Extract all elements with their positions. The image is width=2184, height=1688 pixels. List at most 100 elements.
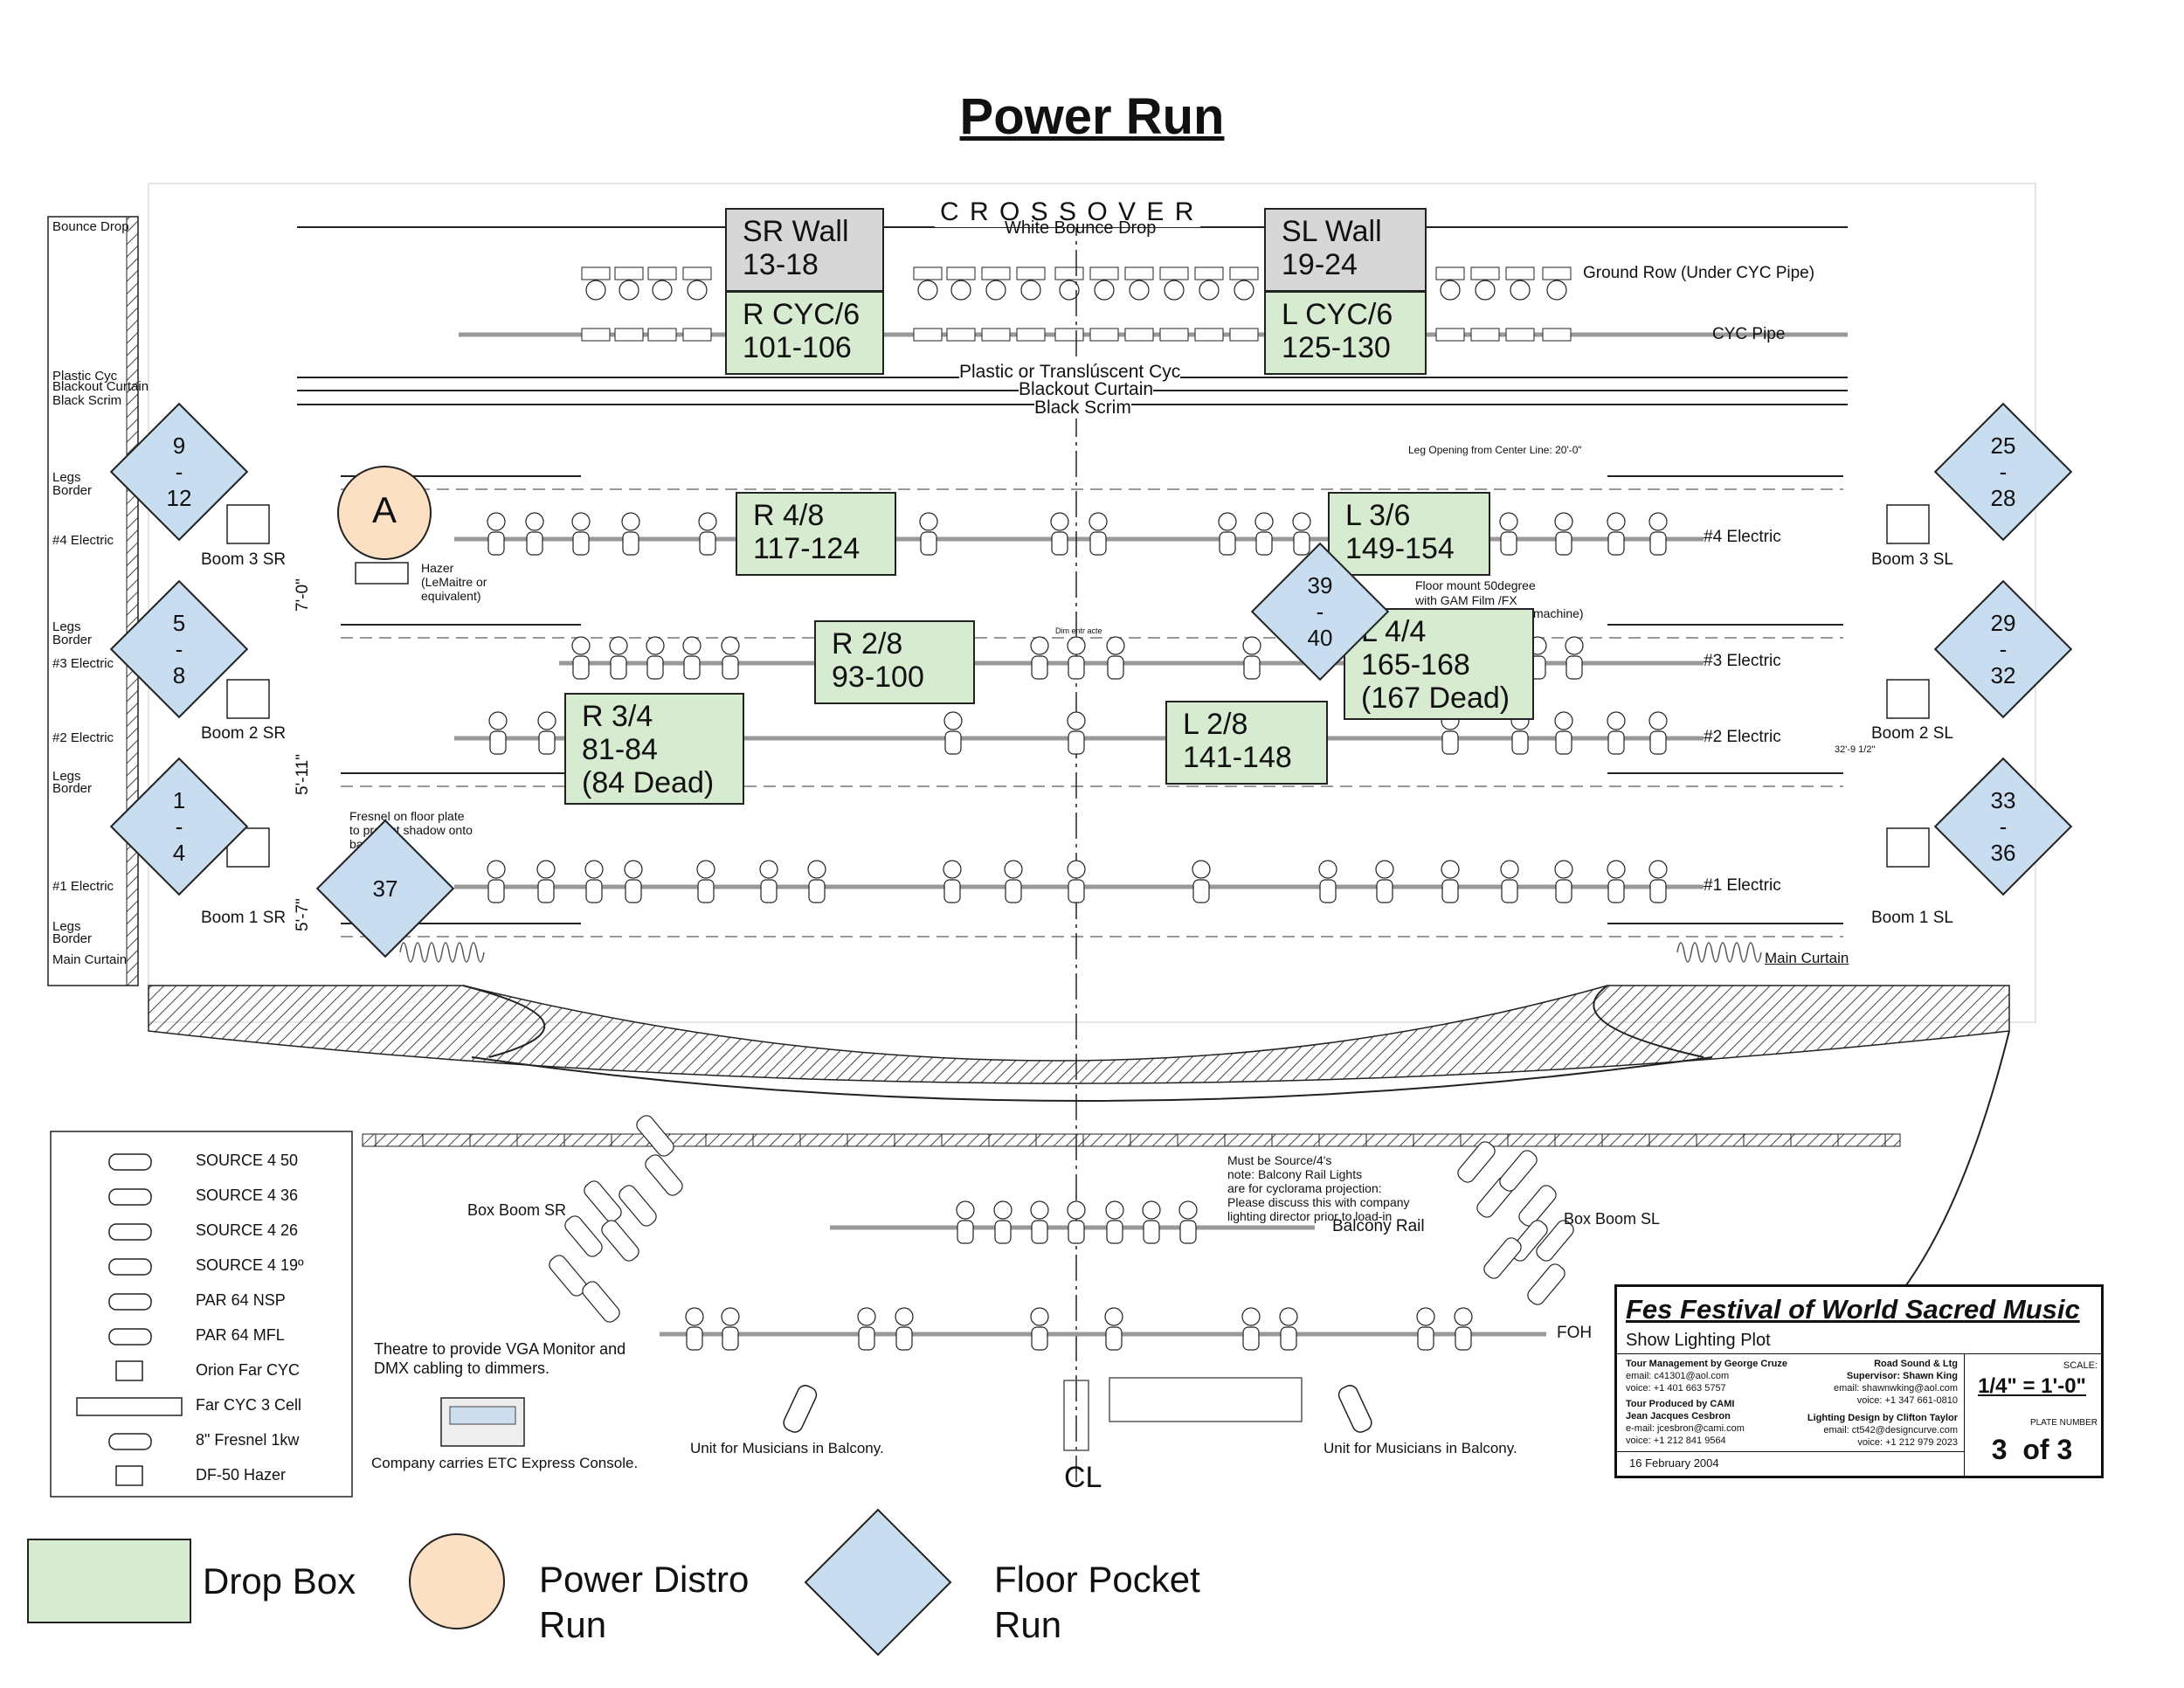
instrument-unit	[487, 879, 505, 903]
crossover-label: C R O S S O V E R	[935, 197, 1201, 227]
producer: Jean Jacques Cesbron	[1626, 1411, 1731, 1422]
main-curtain-left	[399, 942, 485, 963]
drop-box-l-cyc-line1: L CYC/6	[1282, 298, 1393, 331]
instrument-channel-circle	[1554, 860, 1573, 879]
left-rail-label: #3 Electric	[52, 656, 114, 671]
ground-row-circle	[1440, 280, 1461, 301]
instrument-channel-circle	[609, 636, 628, 655]
theatre-note: Theatre to provide VGA Monitor and DMX c…	[374, 1340, 626, 1377]
cyc-unit	[1016, 328, 1046, 342]
instrument-unit	[572, 531, 590, 556]
floor-pocket-line: 32	[1990, 662, 2016, 688]
instrument-channel-circle	[696, 860, 715, 879]
floor-pocket-line: -	[1999, 813, 2008, 840]
instrument-channel-circle	[537, 711, 556, 730]
instrument-channel-circle	[1554, 512, 1573, 531]
left-rail-label: Plastic Cyc	[52, 369, 118, 384]
instrument-unit	[683, 655, 701, 680]
legend-item: PAR 64 MFL	[196, 1326, 285, 1344]
floor-pocket-line: -	[175, 459, 183, 485]
instrument-unit	[489, 730, 507, 755]
instrument-channel-circle	[1416, 1307, 1435, 1326]
box-boom-sr-instruments	[549, 1115, 683, 1323]
left-rail-label: Legs	[52, 619, 81, 634]
instrument-channel-circle	[1089, 512, 1108, 531]
balcony-note: Must be Source/4's note: Balcony Rail Li…	[1227, 1153, 1410, 1223]
instrument-channel-circle	[1067, 711, 1086, 730]
left-rail-label: #4 Electric	[52, 533, 114, 548]
boom-3-sl-label: Boom 3 SL	[1871, 550, 1953, 569]
instrument-channel-circle	[1142, 1200, 1161, 1220]
floor-pocket-label-fp-29-32: 29-32	[1951, 610, 2056, 688]
fx-machine-note: machine)	[1533, 606, 1584, 620]
hazer-note: Hazer (LeMaitre or equivalent)	[421, 561, 487, 603]
boom-base	[1886, 827, 1930, 868]
drop-box-l28-line2: 141-148	[1183, 741, 1292, 774]
ground-row-unit	[1435, 266, 1465, 280]
drop-box-l28-line1: L 2/8	[1183, 708, 1248, 741]
scale-label: SCALE:	[2063, 1360, 2098, 1371]
instrument-unit	[994, 1220, 1012, 1244]
left-rail-label: Main Curtain	[52, 952, 128, 967]
instrument-channel-circle	[1106, 636, 1125, 655]
ground-row-unit	[1089, 266, 1119, 280]
instrument-channel-circle	[685, 1307, 704, 1326]
instrument-unit	[1441, 879, 1459, 903]
instrument-unit	[1649, 730, 1667, 755]
instrument-channel-circle	[1554, 711, 1573, 730]
ground-row-circle	[1510, 280, 1531, 301]
instrument-unit	[1143, 1220, 1160, 1244]
drop-box-r-cyc-line2: 101-106	[743, 331, 852, 364]
instrument-unit	[1293, 531, 1310, 556]
instrument-channel-circle	[1178, 1200, 1198, 1220]
ground-row-unit	[1542, 266, 1572, 280]
instrument-channel-circle	[721, 636, 740, 655]
instrument-channel-circle	[698, 512, 717, 531]
instrument-unit	[646, 655, 664, 680]
instrument-unit	[572, 655, 590, 680]
instrument-channel-circle	[1454, 1307, 1473, 1326]
cyc-unit	[946, 328, 976, 342]
floor-pocket-line: -	[1316, 598, 1324, 625]
ground-row-unit	[981, 266, 1011, 280]
drop-box-sr-wall-line1: SR Wall	[743, 215, 849, 248]
cyc-unit	[1124, 328, 1154, 342]
instrument-channel-circle	[488, 711, 508, 730]
power-distro-a	[337, 466, 432, 560]
instrument-channel-circle	[1105, 1200, 1124, 1220]
floor-pocket-line: 33	[1990, 787, 2016, 813]
legend-icon	[115, 1360, 143, 1381]
plot-date: 16 February 2004	[1629, 1456, 1719, 1470]
cyc-unit	[1159, 328, 1189, 342]
musicians-unit-icon	[783, 1385, 1372, 1433]
electric-1-label: #1 Electric	[1704, 876, 1781, 895]
instrument-channel-circle	[624, 860, 643, 879]
instrument-channel-circle	[1218, 512, 1237, 531]
boom-2-sr-label: Boom 2 SR	[201, 724, 287, 743]
instrument-channel-circle	[1648, 860, 1668, 879]
instrument-channel-circle	[1030, 1307, 1049, 1326]
instrument-channel-circle	[621, 512, 640, 531]
box-boom-unit	[1527, 1263, 1565, 1305]
ground-row-circle	[1129, 280, 1150, 301]
instrument-unit	[1500, 531, 1517, 556]
left-rail-label: Blackout Curtain	[52, 379, 149, 394]
cyc-unit	[1542, 328, 1572, 342]
box-boom-unit	[1499, 1150, 1538, 1192]
black-scrim-label: Black Scrim	[1034, 398, 1131, 419]
floor-pocket-line: 25	[1990, 432, 2016, 459]
instrument-unit	[1192, 879, 1210, 903]
scale-value: 1/4" = 1'-0"	[1978, 1374, 2086, 1398]
floor-pocket-label-fp-25-28: 25-28	[1951, 432, 2056, 511]
instrument-unit	[920, 531, 937, 556]
instrument-unit	[1106, 1220, 1123, 1244]
cyc-unit	[913, 328, 943, 342]
ground-row-circle	[619, 280, 639, 301]
lighting-designer: Lighting Design by Clifton Taylor	[1807, 1413, 1958, 1423]
floor-pocket-label-fp-9-12: 9-12	[127, 432, 232, 511]
